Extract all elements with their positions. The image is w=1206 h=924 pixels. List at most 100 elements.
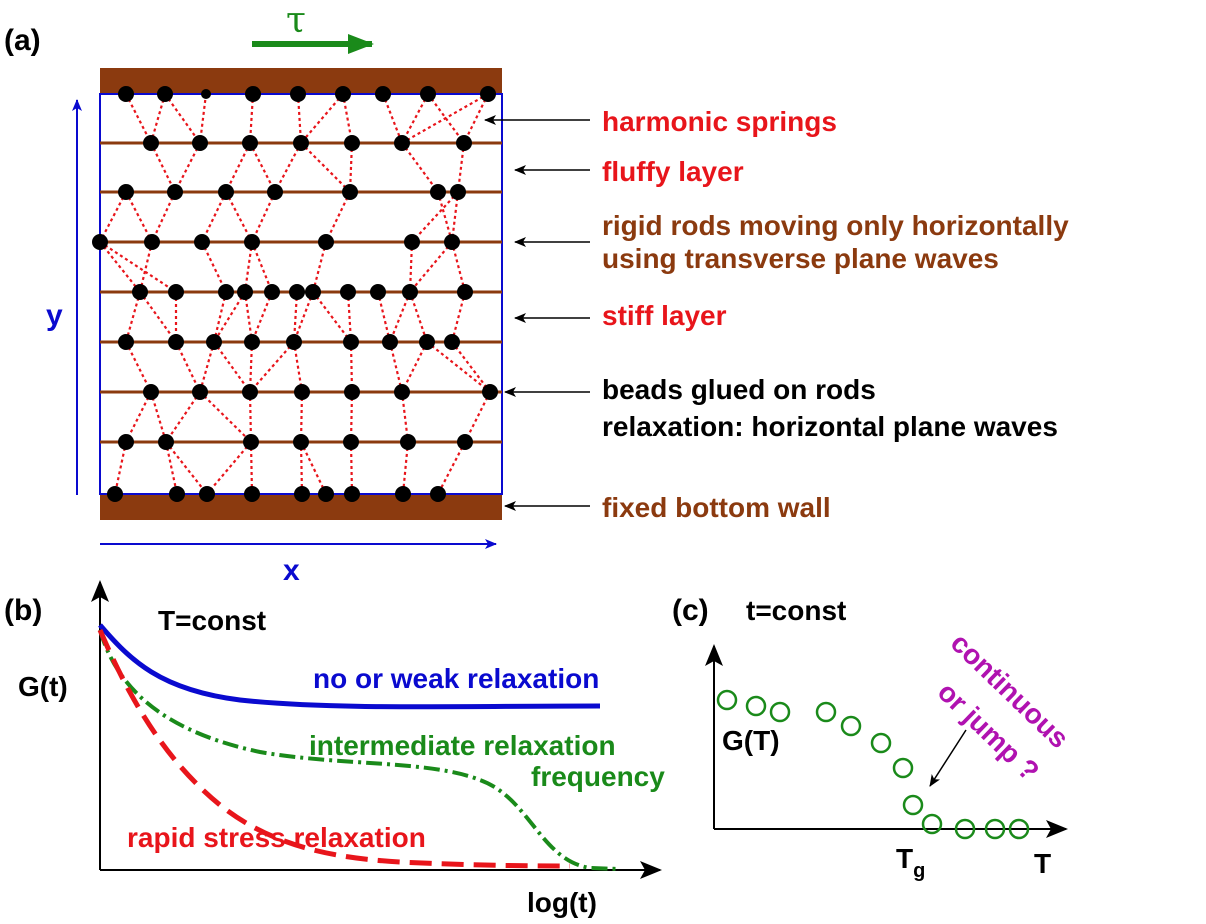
panel-c-ylabel: G(T) <box>722 725 780 756</box>
bead <box>118 184 134 200</box>
bead <box>395 486 411 502</box>
annotation-harmonic-springs: harmonic springs <box>602 106 837 137</box>
panel-c-tag: (c) <box>672 594 709 627</box>
spring <box>149 391 168 443</box>
spring <box>292 291 299 343</box>
bead <box>482 384 498 400</box>
spring <box>213 291 246 343</box>
panel-a: (a) τ y x harmonic springs fluffy layer … <box>4 0 1069 587</box>
bead <box>394 135 410 151</box>
bead <box>118 86 134 102</box>
bead <box>243 434 259 450</box>
spring <box>206 441 252 495</box>
spring <box>125 191 153 243</box>
spring <box>225 191 253 243</box>
spring <box>248 341 254 393</box>
spring <box>388 291 412 343</box>
bead <box>157 86 173 102</box>
spring <box>199 391 252 443</box>
bead <box>244 234 260 250</box>
bead <box>244 486 260 502</box>
annotation-rigid-rods-line2: using transverse plane waves <box>602 243 999 274</box>
bead <box>144 234 160 250</box>
annotation-stiff-layer: stiff layer <box>602 300 727 331</box>
bead <box>400 434 416 450</box>
spring <box>213 341 251 393</box>
bead <box>290 86 306 102</box>
curve-intermediate-label: intermediate relaxation <box>309 730 616 761</box>
spring <box>292 341 304 393</box>
bead <box>318 486 334 502</box>
bead <box>242 384 258 400</box>
spring <box>292 291 315 343</box>
panel-c-xlabel: T <box>1034 848 1051 879</box>
spring <box>248 93 255 144</box>
bead <box>480 86 496 102</box>
spring <box>165 441 208 495</box>
spring <box>349 341 354 393</box>
spring <box>456 142 466 193</box>
bead <box>293 135 309 151</box>
bead <box>305 284 321 300</box>
annotation-fluffy-layer: fluffy layer <box>602 156 744 187</box>
gt-marker <box>745 695 767 717</box>
bead <box>237 284 253 300</box>
spring <box>341 93 354 144</box>
spring <box>124 291 142 343</box>
spring <box>376 291 392 343</box>
spring <box>125 93 152 144</box>
curve-rapid-relaxation <box>97 629 571 869</box>
bead <box>342 184 358 200</box>
panel-c: (c) t=const G(T) T Tg continuous or jump… <box>672 594 1075 882</box>
spring <box>99 241 141 293</box>
spring <box>300 142 351 193</box>
bead <box>143 135 159 151</box>
spring <box>274 142 302 193</box>
spring <box>401 93 489 144</box>
bead <box>107 486 123 502</box>
question-arrow <box>929 729 967 787</box>
spring <box>249 142 276 193</box>
spring <box>212 291 228 343</box>
beads <box>92 86 498 502</box>
spring <box>249 441 254 495</box>
bead <box>430 486 446 502</box>
bead <box>92 234 108 250</box>
bead <box>344 486 360 502</box>
spring <box>139 291 177 343</box>
bead <box>335 86 351 102</box>
spring <box>99 191 127 243</box>
spring <box>411 191 459 243</box>
spring <box>349 441 354 495</box>
spring <box>296 93 303 144</box>
bead <box>194 234 210 250</box>
spring <box>348 142 354 193</box>
gt-marker <box>954 818 976 840</box>
panel-b-xlabel: log(t) <box>527 887 597 918</box>
spring <box>451 341 491 393</box>
spring <box>164 441 179 495</box>
spring <box>436 191 454 243</box>
bead <box>343 434 359 450</box>
bead <box>118 434 134 450</box>
annotation-fixed-bottom-wall: fixed bottom wall <box>602 492 831 523</box>
bead <box>206 334 222 350</box>
spring <box>450 191 460 243</box>
tau-label: τ <box>286 0 306 41</box>
bead <box>169 486 185 502</box>
bead <box>370 284 386 300</box>
spring <box>464 391 491 443</box>
bead <box>168 334 184 350</box>
gt-marker <box>870 732 892 754</box>
bead <box>267 184 283 200</box>
spring <box>299 441 304 495</box>
spring <box>113 441 128 495</box>
gt-marker <box>815 701 837 723</box>
bead <box>444 234 460 250</box>
spring <box>198 93 208 144</box>
gt-marker <box>902 794 924 816</box>
spring <box>198 341 216 393</box>
spring <box>201 191 227 243</box>
spring <box>450 291 467 343</box>
